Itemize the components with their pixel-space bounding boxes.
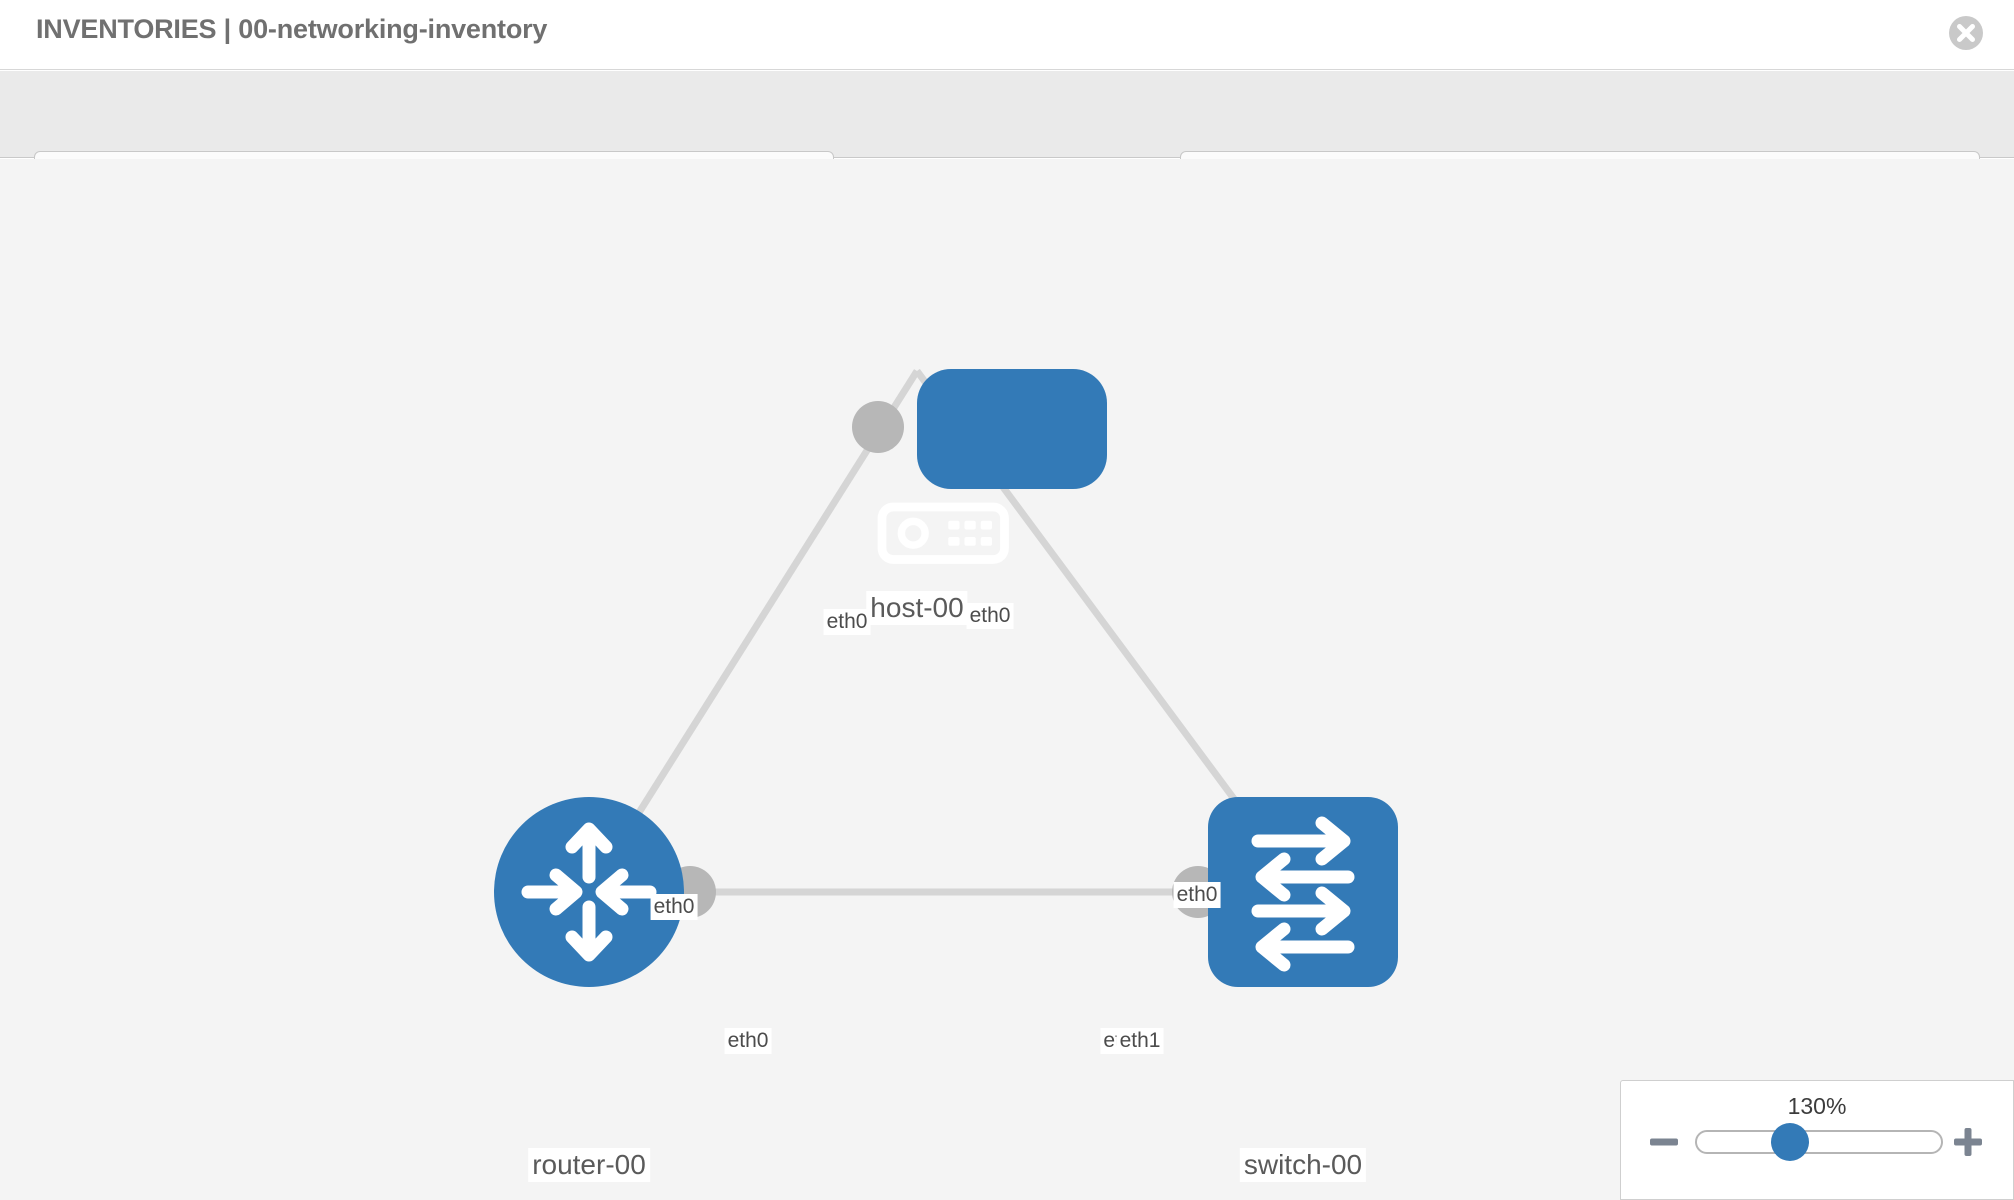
switch-arrows-icon	[1251, 816, 1355, 972]
zoom-level-label: 130%	[1787, 1093, 1847, 1119]
interface-host00-eth0-left	[852, 401, 904, 453]
zoom-slider-track[interactable]	[1695, 1130, 1943, 1154]
iface-label-router00-to-host00: eth0	[650, 894, 698, 920]
iface-label-switch00-to-host00: eth0	[1173, 882, 1221, 908]
node-host-00	[877, 369, 1107, 564]
node-label-host-00: host-00	[866, 591, 968, 625]
iface-label-host00-to-switch00: eth0	[966, 603, 1014, 629]
topology-graph	[494, 368, 1398, 987]
server-icon	[877, 502, 1009, 564]
node-router-00	[494, 797, 684, 987]
link-host00-router00	[586, 369, 920, 894]
iface-label-switch00-to-router00: eth1	[1116, 1028, 1164, 1054]
page-title: INVENTORIES | 00-networking-inventory	[36, 14, 548, 44]
node-switch-00	[1208, 797, 1398, 987]
router-arrows-icon	[521, 822, 657, 962]
toolbar: ACTIONS SEARCH	[0, 71, 2014, 203]
zoom-in-button[interactable]	[1951, 1125, 1985, 1159]
page-header: INVENTORIES | 00-networking-inventory	[0, 0, 2014, 70]
zoom-out-button[interactable]	[1647, 1125, 1681, 1159]
iface-label-router00-to-switch00: eth0	[724, 1028, 772, 1054]
iface-label-host00-to-router00: eth0	[823, 609, 871, 635]
node-label-switch-00: switch-00	[1239, 1148, 1367, 1182]
topology-canvas[interactable]: host-00 router-00 switch-00 eth0 eth0 et…	[0, 159, 2014, 1200]
close-icon[interactable]	[1946, 13, 1986, 53]
node-label-router-00: router-00	[528, 1148, 650, 1182]
zoom-control-panel: 130%	[1620, 1080, 2014, 1200]
zoom-slider-thumb[interactable]	[1771, 1123, 1809, 1161]
